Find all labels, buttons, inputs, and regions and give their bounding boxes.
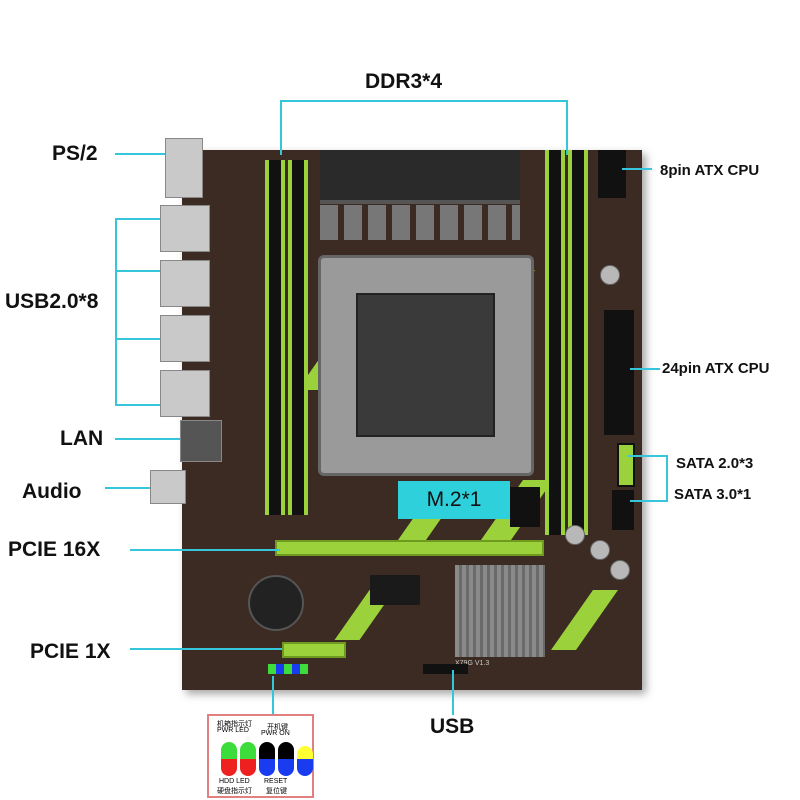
board-stripe <box>550 590 619 650</box>
inset-pwr-led: PWR LED <box>217 727 249 734</box>
pin-empty <box>297 759 313 776</box>
audio-line <box>105 487 150 489</box>
atx-8pin-connector <box>598 150 626 198</box>
m2-slot <box>510 487 540 527</box>
atx24-line <box>630 368 660 370</box>
pin-hdd-led-neg <box>240 759 256 776</box>
m2-label: M.2*1 <box>398 481 510 519</box>
pcie1-line <box>130 648 282 650</box>
ps2-line <box>115 153 165 155</box>
usb-port-stack <box>160 370 210 417</box>
label-pcie1: PCIE 1X <box>30 640 111 663</box>
pcie16-line <box>130 549 280 551</box>
usb2-bracket <box>115 218 117 405</box>
label-lan: LAN <box>60 427 104 450</box>
pin-pwr-on <box>259 742 275 759</box>
sata-bracket <box>630 500 668 502</box>
pcie-16x-slot <box>275 540 544 556</box>
dimm-slot <box>545 150 565 535</box>
capacitor <box>610 560 630 580</box>
pin-pwr-on <box>278 742 294 759</box>
dimm-slot <box>568 150 588 535</box>
panel-line <box>272 676 274 714</box>
label-atx8: 8pin ATX CPU <box>660 162 760 179</box>
inset-cn-top-2: 开机键 <box>267 724 288 731</box>
board-model: X79G V1.3 <box>455 660 490 667</box>
inset-cn-top-1: 机箱指示灯 <box>217 721 252 728</box>
label-usb2: USB2.0*8 <box>5 290 99 313</box>
sata-bracket <box>666 455 668 502</box>
inset-pwr-on: PWR ON <box>261 730 290 737</box>
sata-3-connector <box>612 490 634 530</box>
label-usb: USB <box>430 715 475 738</box>
dimm-slot <box>288 160 308 515</box>
usb-port-stack <box>160 205 210 252</box>
front-panel-header <box>268 664 308 674</box>
usb2-bracket <box>115 404 160 406</box>
pin-pwr-led-neg <box>240 742 256 759</box>
usb-header <box>423 664 468 674</box>
label-audio: Audio <box>22 480 82 503</box>
pin-pwr-led-pos <box>221 742 237 759</box>
ddr-bracket <box>280 100 568 102</box>
usb-line <box>452 670 454 715</box>
label-sata3: SATA 3.0*1 <box>674 486 752 503</box>
usb2-bracket <box>115 270 160 272</box>
vrm-chokes <box>320 205 520 240</box>
audio-jacks <box>150 470 186 504</box>
cpu-socket-cover <box>356 293 495 437</box>
label-pcie16: PCIE 16X <box>8 538 101 561</box>
capacitor <box>565 525 585 545</box>
usb2-bracket <box>115 338 160 340</box>
usb-port-stack <box>160 260 210 307</box>
cpu-socket <box>318 255 534 476</box>
label-ddr3: DDR3*4 <box>365 70 443 93</box>
label-ps2: PS/2 <box>52 142 98 165</box>
inset-cn-bottom-2: 复位键 <box>266 788 287 795</box>
front-panel-diagram: 机箱指示灯 PWR LED 开机键 PWR ON HDD LED 硬盘指示灯 R… <box>207 714 314 798</box>
lan-line <box>115 438 180 440</box>
label-atx24: 24pin ATX CPU <box>662 360 770 377</box>
sata-2-connector <box>617 443 635 487</box>
pin-key <box>297 746 313 759</box>
inset-hdd-led: HDD LED <box>219 778 250 785</box>
pin-reset <box>259 759 275 776</box>
pcie-1x-slot <box>282 642 346 658</box>
capacitor <box>600 265 620 285</box>
usb2-bracket <box>115 218 160 220</box>
atx8-line <box>622 168 652 170</box>
ps2-port <box>165 138 203 198</box>
vrm-heatsink <box>320 150 520 204</box>
dimm-slot <box>265 160 285 515</box>
lan-port <box>180 420 222 462</box>
label-sata2: SATA 2.0*3 <box>676 455 754 472</box>
cmos-battery <box>248 575 304 631</box>
ddr-bracket <box>280 100 282 155</box>
pin-reset <box>278 759 294 776</box>
atx-24pin-connector <box>604 310 634 435</box>
sata-bracket <box>628 455 668 457</box>
chipset-heatsink <box>455 565 545 657</box>
usb-port-stack <box>160 315 210 362</box>
chip <box>370 575 420 605</box>
inset-cn-bottom-1: 硬盘指示灯 <box>217 788 252 795</box>
pin-hdd-led-pos <box>221 759 237 776</box>
inset-reset: RESET <box>264 778 288 785</box>
capacitor <box>590 540 610 560</box>
ddr-bracket <box>566 100 568 155</box>
